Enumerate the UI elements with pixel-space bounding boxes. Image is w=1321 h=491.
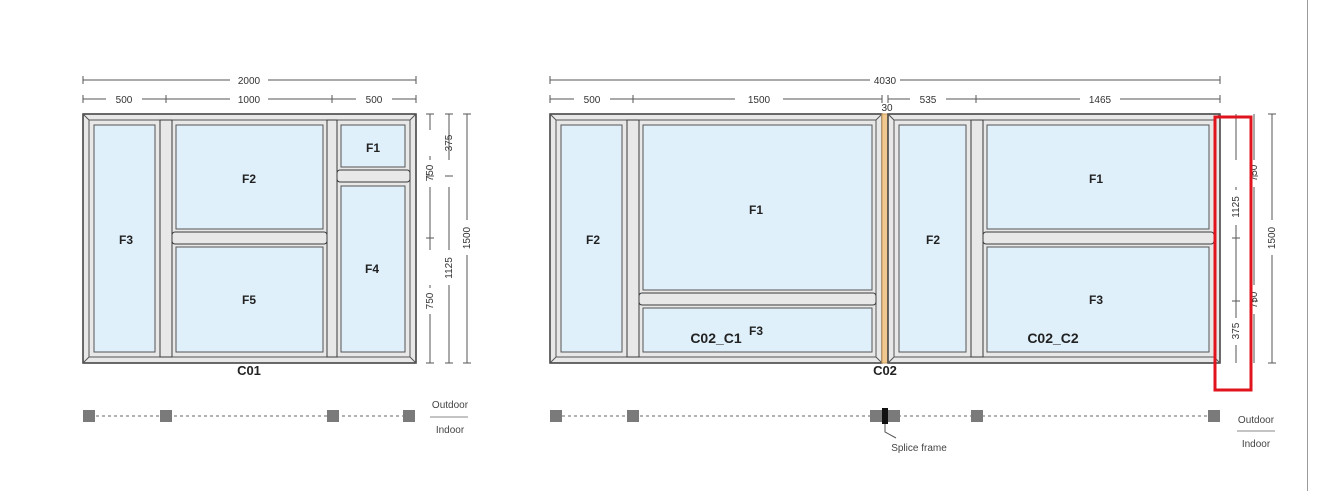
window-c02[interactable]: 4030 500 1500 30 535 1465 F1 F2 F3 [549,76,1278,454]
window-c01[interactable]: 2000 500 1000 500 F1 F2 F3 [82,76,473,436]
c02-c1-transom [638,292,877,306]
c02-c1-pane-f2[interactable] [560,124,623,353]
c02-c2-transom [982,231,1215,245]
c02-height-4: 375 [1231,322,1242,339]
c01-indoor-label: Indoor [436,425,465,436]
c02-c2-pane-f2[interactable] [898,124,967,353]
c02-c1-pane-f3[interactable] [642,307,873,353]
selection-highlight-box[interactable] [1213,115,1253,392]
c01-height-2: 750 [425,164,436,181]
c02-overall-height: 1500 [1267,226,1278,249]
c01-pane-f2[interactable] [175,124,324,230]
c02-overall-width-label: 4030 [874,76,897,87]
c02-c2-pane-f3-label: F3 [1089,293,1103,307]
c02-c1-pane-f1[interactable] [642,124,873,291]
c01-width-1: 500 [116,95,133,106]
c01-pane-f4-label: F4 [365,262,379,276]
c02-height-2: 1125 [1231,196,1242,218]
c02-width-4: 1465 [1089,95,1112,106]
c01-height-3: 1125 [444,257,455,279]
c02-c2-pane-f2-label: F2 [926,233,940,247]
c02-splice-width: 30 [881,103,893,114]
c01-pane-f1-label: F1 [366,141,380,155]
c01-pane-f3-label: F3 [119,233,133,247]
c02-c2-pane-f1[interactable] [986,124,1210,230]
c01-segment-width-dimension [82,95,417,103]
c01-overall-width-label: 2000 [238,76,261,87]
c02-c1-mullion [626,119,640,358]
c01-overall-width-dimension [82,76,417,84]
splice-frame-label: Splice frame [891,443,947,454]
c01-width-3: 500 [366,95,383,106]
c02-plan-view [550,408,1275,439]
c01-transom-1 [171,231,328,245]
c01-name: C01 [237,363,261,378]
c01-width-2: 1000 [238,95,261,106]
c01-pane-f3[interactable] [93,124,156,353]
c01-pane-f2-label: F2 [242,172,256,186]
c01-plan-view [83,410,468,422]
c02-c2-pane-f1-label: F1 [1089,172,1103,186]
c01-pane-f5-label: F5 [242,293,256,307]
c02-name: C02 [873,363,897,378]
c02-height-dimension [1232,113,1276,364]
c02-c1-pane-f1-label: F1 [749,203,763,217]
c01-pane-f1[interactable] [340,124,406,168]
panel-divider [1307,0,1308,491]
c02-height-1: 750 [1249,164,1260,181]
c01-height-dimension [426,113,471,364]
c02-c1-name: C02_C1 [690,330,742,346]
c02-splice-frame[interactable] [881,113,889,364]
c02-c2-name: C02_C2 [1027,330,1079,346]
c01-pane-f5[interactable] [175,246,324,353]
c01-height-1: 375 [444,134,455,151]
c01-pane-f4[interactable] [340,185,406,353]
c02-overall-width-dimension [549,76,1221,84]
c02-c1-pane-f3-label: F3 [749,324,763,338]
c02-indoor-label: Indoor [1242,439,1271,450]
c02-width-3: 535 [920,95,937,106]
c01-height-4: 750 [425,292,436,309]
c01-outdoor-label: Outdoor [432,400,469,411]
c02-outdoor-label: Outdoor [1238,415,1275,426]
c02-c2-mullion [970,119,984,358]
c01-mullion-1 [159,119,173,358]
c01-mullion-2 [326,119,338,358]
c01-transom-2 [336,169,411,183]
c02-segment-width-dimension [549,95,1221,103]
c02-height-3: 750 [1249,291,1260,308]
c02-width-1: 500 [584,95,601,106]
c02-width-2: 1500 [748,95,771,106]
c02-c2-pane-f3[interactable] [986,246,1210,353]
c01-overall-height: 1500 [462,226,473,249]
c02-c1-pane-f2-label: F2 [586,233,600,247]
